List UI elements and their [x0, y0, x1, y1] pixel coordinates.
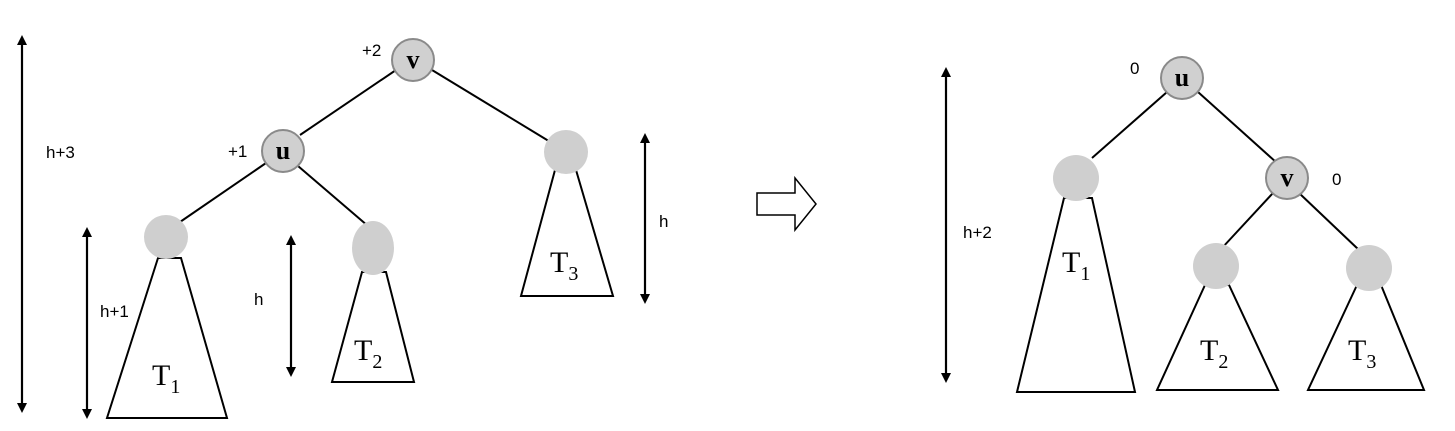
- height-label-t1-left: h+1: [100, 302, 129, 321]
- t3-label-right: T3: [1348, 334, 1376, 373]
- right-arrow-icon: [756, 175, 817, 233]
- node-t1-root-left: [144, 215, 188, 259]
- height-label-total-right: h+2: [963, 223, 992, 242]
- edge-u-left-right: [1091, 91, 1168, 159]
- balance-u-right: 0: [1130, 59, 1139, 78]
- node-t3-root-right: [1346, 245, 1392, 291]
- edge-u-v-right: [1197, 91, 1278, 164]
- node-t3-root-left: [544, 130, 588, 174]
- edge-u-right: [297, 165, 369, 227]
- edge-v-u: [299, 69, 397, 136]
- node-v-label: v: [407, 45, 420, 74]
- t2-label-right: T2: [1200, 334, 1228, 373]
- node-t1-root-right: [1053, 155, 1099, 201]
- subtree-t1-left: [105, 257, 229, 419]
- t2-label-left: T2: [354, 334, 382, 373]
- height-label-total-left: h+3: [46, 143, 75, 162]
- edge-v-t3-right: [1298, 192, 1360, 251]
- edge-v-right: [431, 69, 553, 144]
- node-t2-root-left: [352, 221, 394, 275]
- node-u-left: [261, 129, 305, 173]
- balance-v-right: 0: [1332, 170, 1341, 189]
- edge-v-t2-right: [1221, 192, 1274, 249]
- right-tree: u v 0 0 T1 T2 T3 h+2: [941, 56, 1426, 393]
- t1-label-right: T1: [1062, 246, 1090, 285]
- node-u-label: u: [276, 136, 290, 165]
- t3-label-left: T3: [550, 246, 578, 285]
- node-v-label-right: v: [1281, 163, 1294, 192]
- t1-label-left: T1: [152, 359, 180, 398]
- node-v-left: [391, 38, 435, 82]
- subtree-t1-right: [1015, 197, 1137, 393]
- balance-u-left: +1: [228, 142, 247, 161]
- node-u-right: [1160, 56, 1204, 100]
- height-label-t3-left: h: [659, 212, 668, 231]
- node-u-label-right: u: [1175, 63, 1189, 92]
- node-t2-root-right: [1193, 243, 1239, 289]
- left-tree: v u +2 +1 T1 T2 T3 h+3 h+1 h h: [17, 35, 668, 419]
- edge-u-left: [179, 162, 267, 223]
- balance-v-left: +2: [362, 41, 381, 60]
- node-v-right: [1265, 156, 1309, 200]
- height-label-t2-left: h: [254, 290, 263, 309]
